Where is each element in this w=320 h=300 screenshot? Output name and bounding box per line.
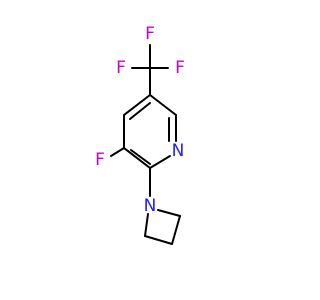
bond-az-c1-c2 [171, 215, 181, 245]
atom-label-f-left: F [116, 58, 126, 78]
atom-label-n-azetidine: N [144, 196, 157, 216]
bond-c6-c5 [149, 94, 177, 116]
structure-diagram: F F F N F N [95, 24, 185, 245]
bond-az-c2-c3 [144, 235, 173, 245]
bond-c3-c2 [123, 147, 151, 169]
bond-az-c3-n [144, 213, 149, 237]
atom-label-f-right: F [175, 58, 185, 78]
bond-c3-c2-double [130, 149, 151, 165]
bond-c4-c4-double [129, 102, 151, 120]
atom-label-n-pyridine: N [172, 141, 185, 161]
bond-c2-n1 [149, 155, 171, 169]
bond-c3-f [110, 147, 125, 157]
atom-label-f-top: F [145, 24, 155, 44]
molecule-svg: F F F N F N [95, 24, 185, 245]
bond-az-n-c1 [157, 209, 181, 217]
bond-c5-c4 [123, 94, 151, 116]
atom-label-f-ring: F [95, 150, 105, 170]
